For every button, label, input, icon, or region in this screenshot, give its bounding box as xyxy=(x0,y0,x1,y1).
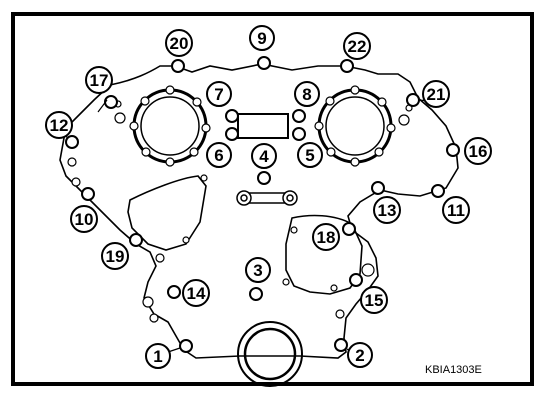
callout-11: 11 xyxy=(442,196,470,224)
bolt-1 xyxy=(179,339,193,353)
callout-17: 17 xyxy=(85,66,113,94)
bolt-5 xyxy=(292,127,306,141)
svg-text:11: 11 xyxy=(447,201,465,220)
bolt-7 xyxy=(225,109,239,123)
tensioner-link xyxy=(236,190,298,206)
callout-15: 15 xyxy=(360,286,388,314)
bolt-8 xyxy=(292,109,306,123)
bolt-21 xyxy=(406,93,420,107)
svg-text:5: 5 xyxy=(305,146,314,165)
bolt-22 xyxy=(340,59,354,73)
bolt-12 xyxy=(65,135,79,149)
callout-7: 7 xyxy=(206,81,232,107)
bolt-13 xyxy=(371,181,385,195)
callout-12: 12 xyxy=(45,111,73,139)
bolt-3 xyxy=(249,287,263,301)
svg-text:8: 8 xyxy=(302,85,311,104)
svg-text:22: 22 xyxy=(348,37,367,56)
svg-text:14: 14 xyxy=(187,284,206,303)
outer-frame xyxy=(11,12,534,386)
callout-13: 13 xyxy=(373,196,401,224)
callout-18: 18 xyxy=(312,223,340,251)
callout-3: 3 xyxy=(245,257,271,283)
bolt-2 xyxy=(334,338,348,352)
callout-2: 2 xyxy=(347,342,373,368)
bolt-4 xyxy=(257,171,271,185)
bolt-20 xyxy=(171,59,185,73)
svg-text:9: 9 xyxy=(257,29,266,48)
callout-5: 5 xyxy=(297,142,323,168)
callout-22: 22 xyxy=(343,32,371,60)
callout-21: 21 xyxy=(422,80,450,108)
svg-text:21: 21 xyxy=(427,85,446,104)
svg-text:10: 10 xyxy=(75,210,94,229)
svg-text:18: 18 xyxy=(317,228,336,247)
left-cam-opening xyxy=(129,85,211,167)
center-plate xyxy=(237,113,289,139)
callout-1: 1 xyxy=(145,343,171,369)
svg-text:13: 13 xyxy=(378,201,397,220)
callout-10: 10 xyxy=(70,205,98,233)
bolt-18 xyxy=(342,222,356,236)
decorative-holes xyxy=(67,100,413,323)
svg-text:16: 16 xyxy=(469,142,488,161)
bolt-14 xyxy=(167,285,181,299)
svg-text:2: 2 xyxy=(355,346,364,365)
figure-code: KBIA1303E xyxy=(425,364,482,376)
svg-text:1: 1 xyxy=(153,347,162,366)
callout-9: 9 xyxy=(249,25,275,51)
bolt-19 xyxy=(129,233,143,247)
svg-text:4: 4 xyxy=(259,147,269,166)
bolt-10 xyxy=(81,187,95,201)
callout-16: 16 xyxy=(464,137,492,165)
callout-4: 4 xyxy=(251,143,277,169)
bolt-17 xyxy=(104,95,118,109)
callout-8: 8 xyxy=(294,81,320,107)
bolt-16 xyxy=(446,143,460,157)
bolt-11 xyxy=(431,184,445,198)
svg-text:6: 6 xyxy=(214,146,223,165)
bolt-6 xyxy=(225,127,239,141)
right-cam-opening xyxy=(314,85,396,167)
callout-20: 20 xyxy=(165,29,193,57)
svg-text:3: 3 xyxy=(253,261,262,280)
callouts: 1 2 3 4 5 6 7 8 9 10 11 12 13 14 15 16 1… xyxy=(45,25,492,369)
bolts xyxy=(65,56,460,353)
callout-14: 14 xyxy=(182,279,210,307)
crank-pulley-opening xyxy=(237,321,303,387)
bolt-9 xyxy=(257,56,271,70)
svg-text:19: 19 xyxy=(106,247,125,266)
callout-6: 6 xyxy=(206,142,232,168)
svg-text:15: 15 xyxy=(365,291,384,310)
svg-text:17: 17 xyxy=(90,71,109,90)
svg-text:7: 7 xyxy=(214,85,223,104)
callout-19: 19 xyxy=(101,242,129,270)
bolt-15 xyxy=(349,273,363,287)
svg-text:20: 20 xyxy=(170,34,189,53)
svg-text:12: 12 xyxy=(50,116,69,135)
